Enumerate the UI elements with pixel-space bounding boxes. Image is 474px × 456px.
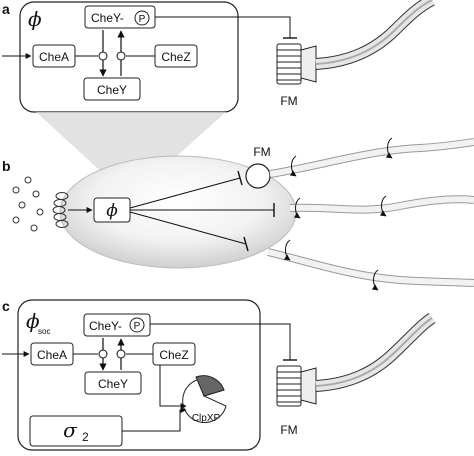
flagellum-b-bottom (267, 248, 474, 287)
phosphate-icon (129, 317, 145, 333)
chey-box: CheY (83, 77, 141, 101)
phi-soc-symbol: ϕ (26, 309, 40, 333)
chey-p-box-c: CheY- P (83, 313, 151, 337)
svg-text:P: P (134, 321, 141, 332)
chey-p-box: CheY- P (84, 5, 156, 29)
attractant-molecules (12, 176, 44, 232)
panel-a-module: ϕ CheY- P CheA CheZ CheY (2, 1, 297, 113)
sigma-to-clpxp-arrow (122, 407, 187, 432)
chez-box-c: CheZ (152, 342, 196, 366)
phi-box: ϕ (93, 197, 131, 223)
svg-text:CheZ: CheZ (159, 348, 188, 362)
phi-soc-subscript: soc (38, 327, 50, 336)
panel-label-b: b (2, 158, 11, 174)
sigma2-box: σ 2 (29, 415, 123, 447)
svg-text:CheY-: CheY- (91, 11, 124, 25)
svg-text:CheY-: CheY- (89, 319, 122, 333)
clpxp-label: ClpXP (192, 413, 221, 424)
phosphate-icon (134, 10, 150, 26)
svg-text:P: P (139, 14, 146, 25)
svg-text:2: 2 (82, 430, 89, 444)
svg-text:CheA: CheA (37, 348, 67, 362)
flagellum-b-top (269, 138, 474, 178)
flagellar-motor-b (245, 163, 271, 189)
panel-label-a: a (2, 1, 10, 17)
fm-label-c: FM (280, 423, 297, 437)
phi-symbol: ϕ (28, 7, 42, 31)
svg-text:ϕ: ϕ (106, 201, 118, 221)
svg-text:CheY: CheY (97, 83, 127, 97)
fm-label-a: FM (280, 94, 297, 108)
junction-node (116, 349, 126, 359)
svg-text:CheZ: CheZ (161, 50, 190, 64)
chea-box-c: CheA (30, 342, 74, 366)
chey-box-c: CheY (84, 371, 142, 395)
svg-text:CheY: CheY (98, 377, 128, 391)
receptor-cluster (52, 192, 69, 228)
chea-box: CheA (32, 44, 76, 68)
fm-label-b: FM (253, 145, 270, 159)
flagellar-motor-c (276, 365, 317, 407)
junction-node (98, 51, 108, 61)
rotation-arrow-icon (283, 137, 393, 291)
inhibition-line-top (129, 177, 241, 209)
svg-text:σ: σ (63, 418, 78, 442)
junction-node (116, 51, 126, 61)
flagellum-b-middle (289, 195, 474, 214)
flagellar-motor-a (276, 43, 317, 85)
clpxp-protease: ClpXP (182, 375, 227, 424)
inhibition-line-bottom (129, 211, 247, 245)
svg-text:CheA: CheA (39, 50, 69, 64)
zoom-cone (36, 112, 226, 198)
panel-label-c: c (2, 298, 10, 314)
chez-box: CheZ (154, 44, 198, 68)
inhibition-line (155, 16, 291, 38)
inhibition-line-c (150, 323, 291, 360)
chez-to-clpxp-arrow (159, 365, 187, 409)
junction-node (98, 349, 108, 359)
panel-c-module: ϕ soc CheY- P CheA CheZ CheY σ (2, 299, 297, 451)
